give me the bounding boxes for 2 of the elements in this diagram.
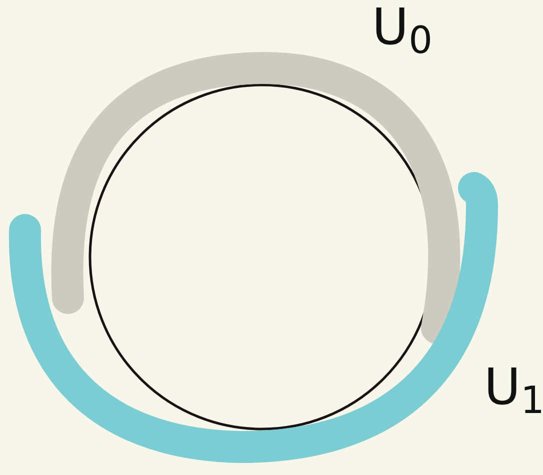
set-label: U$_{1}$ xyxy=(484,362,543,412)
set-label: U$_{0}$ xyxy=(372,2,432,52)
